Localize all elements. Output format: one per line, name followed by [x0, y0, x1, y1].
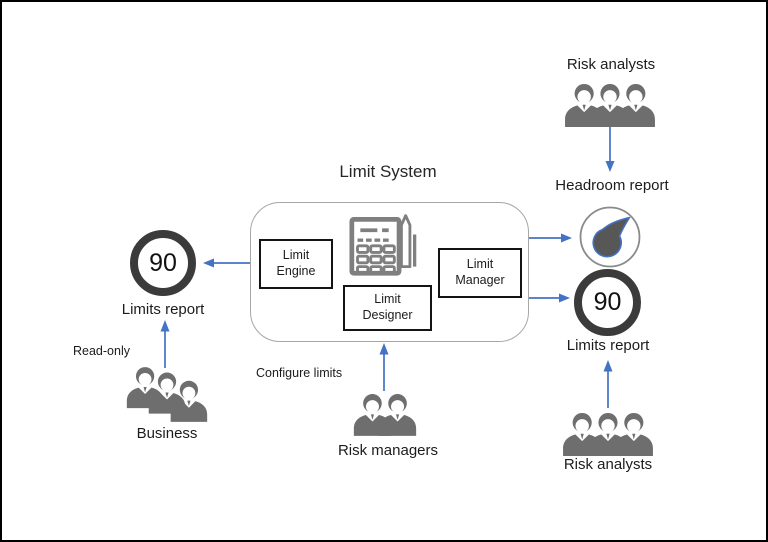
limit-manager-box: Limit Manager [438, 248, 522, 298]
system-title: Limit System [339, 162, 437, 181]
top-risk-analysts-people-icon [565, 83, 655, 127]
headroom-report-label: Headroom report [555, 177, 669, 194]
bottom-risk-analysts-people-icon [563, 412, 653, 456]
right-limits-report-ring: 90 [574, 269, 641, 336]
left-report-value: 90 [149, 248, 177, 277]
limit-designer-box: Limit Designer [343, 285, 432, 331]
risk-managers-label: Risk managers [337, 442, 439, 459]
right-limits-report-label: Limits report [566, 337, 650, 354]
limit-engine-box: Limit Engine [259, 239, 333, 289]
right-report-value: 90 [593, 288, 622, 316]
read-only-label: Read-only [73, 344, 130, 358]
left-limits-report-ring: 90 [130, 230, 196, 296]
risk-managers-people-icon [353, 394, 417, 436]
gauge-icon [579, 206, 641, 268]
top-risk-analysts-label: Risk analysts [566, 56, 656, 73]
left-limits-report-label: Limits report [121, 301, 205, 318]
bottom-risk-analysts-label: Risk analysts [563, 456, 653, 473]
business-label: Business [136, 425, 198, 442]
limit-engine-label: Limit Engine [276, 248, 316, 278]
limit-manager-label: Limit Manager [455, 257, 505, 287]
configure-limits-label: Configure limits [256, 366, 343, 380]
business-people-icon [126, 367, 208, 422]
calculator-pencil-icon [349, 214, 417, 276]
limit-designer-label: Limit Designer [362, 292, 413, 322]
